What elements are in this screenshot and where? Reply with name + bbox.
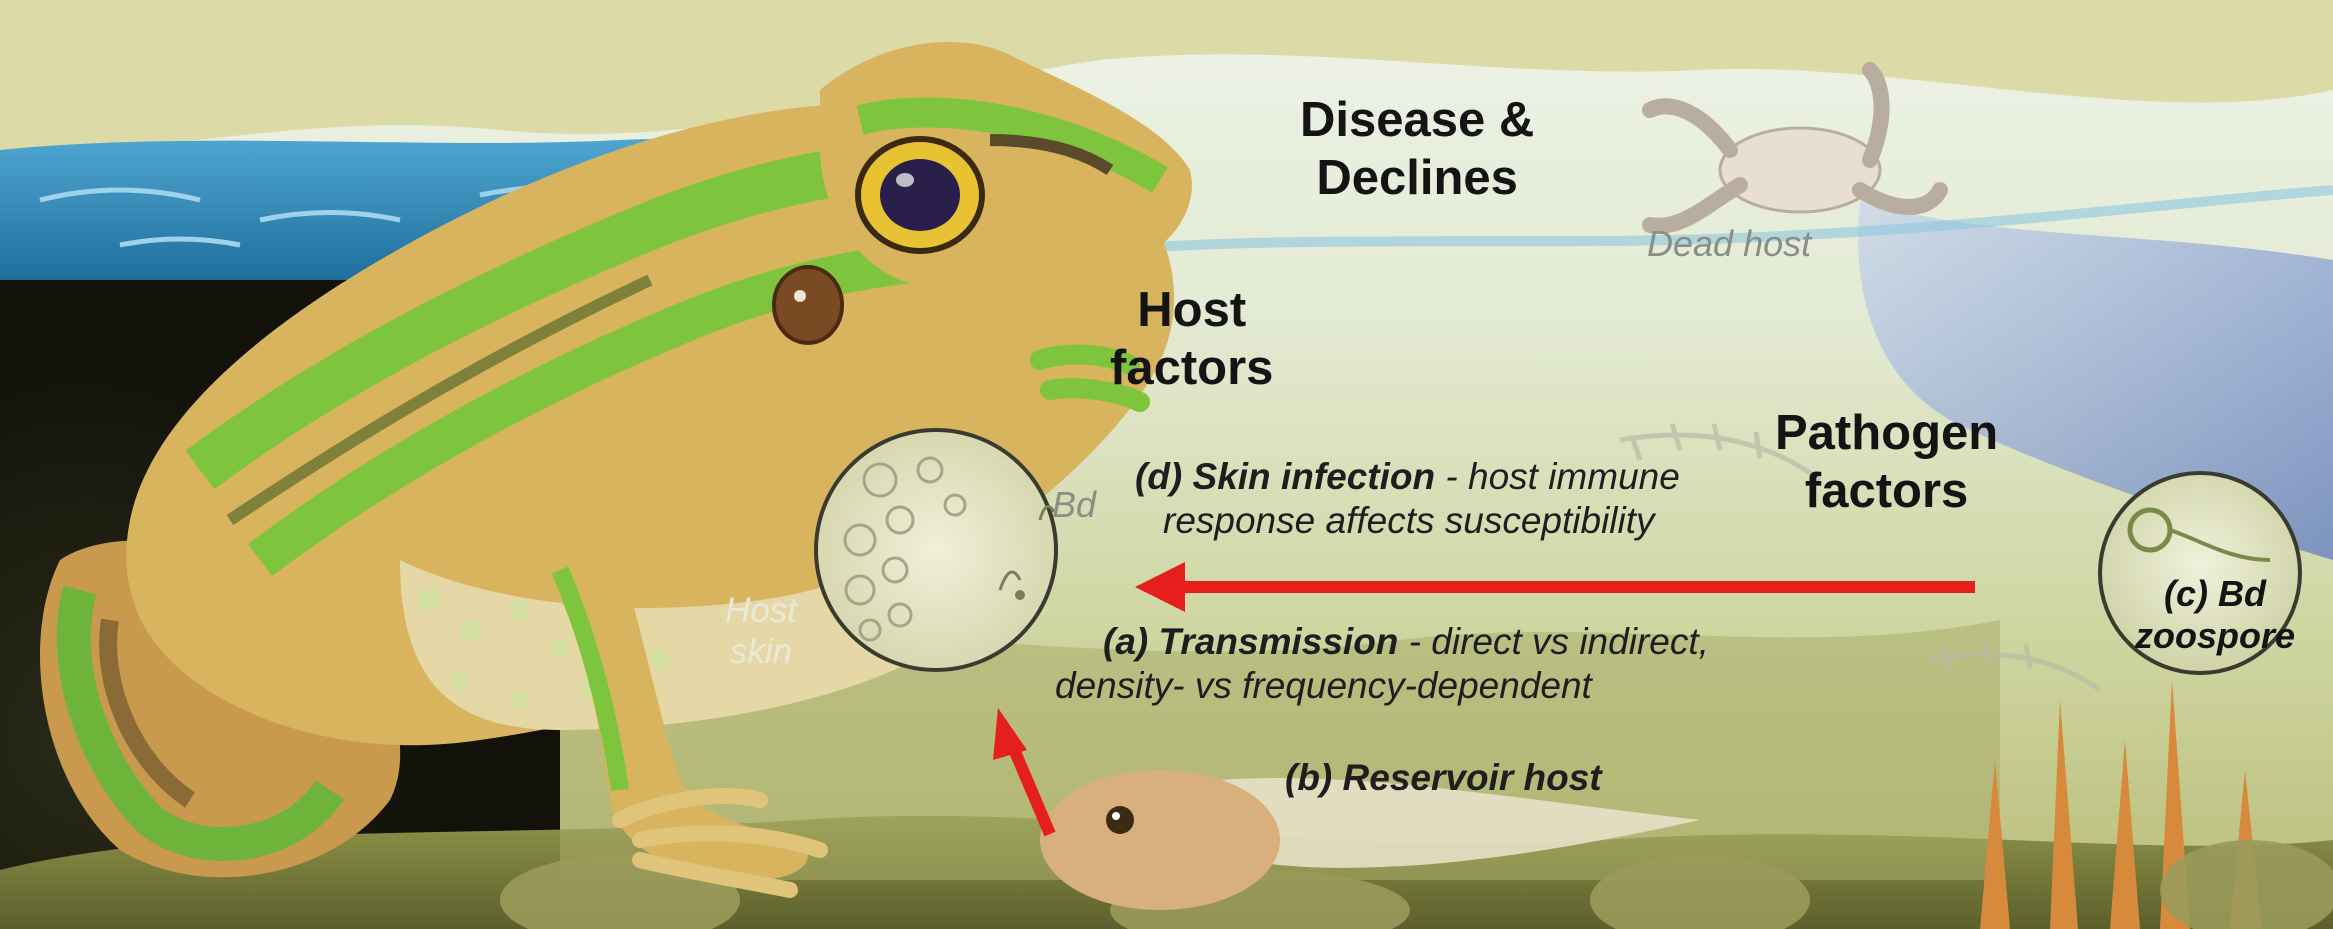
pathogen-factors-line2: factors — [1775, 463, 1998, 521]
skin-infection-text: (d) Skin infection - host immune respons… — [1135, 455, 1680, 542]
host-factors-line1: Host — [1110, 282, 1273, 340]
zoospore-line2: zoospore — [2135, 615, 2295, 657]
dead-host-label: Dead host — [1647, 223, 1811, 265]
host-skin-line1: Host — [725, 590, 797, 631]
host-skin-label: Host skin — [725, 590, 797, 673]
skin-magnifier — [816, 430, 1056, 670]
zoospore-label: (c) Bd zoospore — [2135, 573, 2295, 658]
disease-title-line1: Disease & — [1300, 92, 1534, 150]
zoospore-line1: (c) Bd — [2135, 573, 2295, 615]
skin-infection-tag: (d) Skin infection — [1135, 456, 1435, 497]
skin-infection-rest: - host immune — [1435, 456, 1680, 497]
host-factors-line2: factors — [1110, 340, 1273, 398]
reservoir-host-label: (b) Reservoir host — [1285, 756, 1602, 800]
transmission-tag: (a) Transmission — [1103, 621, 1398, 662]
skin-infection-line2: response affects susceptibility — [1135, 499, 1680, 543]
transmission-line2: density- vs frequency-dependent — [1055, 664, 1709, 708]
disease-title-line2: Declines — [1300, 150, 1534, 208]
host-factors-heading: Host factors — [1110, 282, 1273, 398]
transmission-text: (a) Transmission - direct vs indirect, d… — [1055, 620, 1709, 707]
disease-declines-title: Disease & Declines — [1300, 92, 1534, 208]
transmission-line1: (a) Transmission - direct vs indirect, — [1055, 620, 1709, 664]
transmission-rest: - direct vs indirect, — [1398, 621, 1708, 662]
reservoir-host-tag: (b) Reservoir host — [1285, 757, 1602, 798]
host-skin-line2: skin — [725, 631, 797, 672]
bd-label: Bd — [1052, 484, 1096, 526]
pathogen-factors-line1: Pathogen — [1775, 405, 1998, 463]
pathogen-factors-heading: Pathogen factors — [1775, 405, 1998, 521]
frog-ear — [774, 267, 842, 343]
skin-infection-line1: (d) Skin infection - host immune — [1135, 455, 1680, 499]
